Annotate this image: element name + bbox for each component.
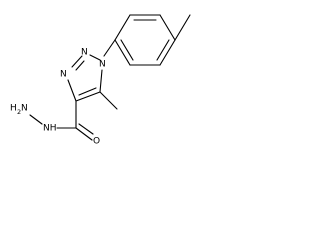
ring-bond [159,14,176,41]
atom-n2: N [81,48,88,58]
ring-bond [75,91,101,102]
co-double-bond [78,123,94,135]
ring-double-bond [75,60,85,71]
ring-double-bond [78,87,97,96]
atom-o: O [93,137,100,147]
co-double-bond [75,127,93,141]
triazole-methyl-bond [99,91,118,110]
atom-nh2-h: H [10,104,17,114]
triazole-ring [67,54,103,102]
ring-bond [99,69,103,93]
benzene-ring [114,14,176,66]
atom-n1: N [99,60,106,70]
ring-bond [114,39,131,66]
ring-double-bond [120,39,134,61]
ring-bond [114,14,131,41]
ring-bond [71,55,83,68]
ring-methyl-bond [174,14,191,41]
ring-double-bond [156,39,170,61]
atom-nh2-subscript: 2 [17,108,21,116]
ring-bond [67,79,77,102]
aryl-n-bond [103,39,116,57]
atom-n3: N [60,70,67,80]
atom-nh2-n: N [21,104,28,114]
hydrazine-bond [29,114,43,125]
atom-nh: NH [43,124,57,134]
ring-bond [159,39,176,66]
ring-bond [89,54,101,61]
molecule-structure-diagram: N N N O NH H 2 N [10,14,191,147]
